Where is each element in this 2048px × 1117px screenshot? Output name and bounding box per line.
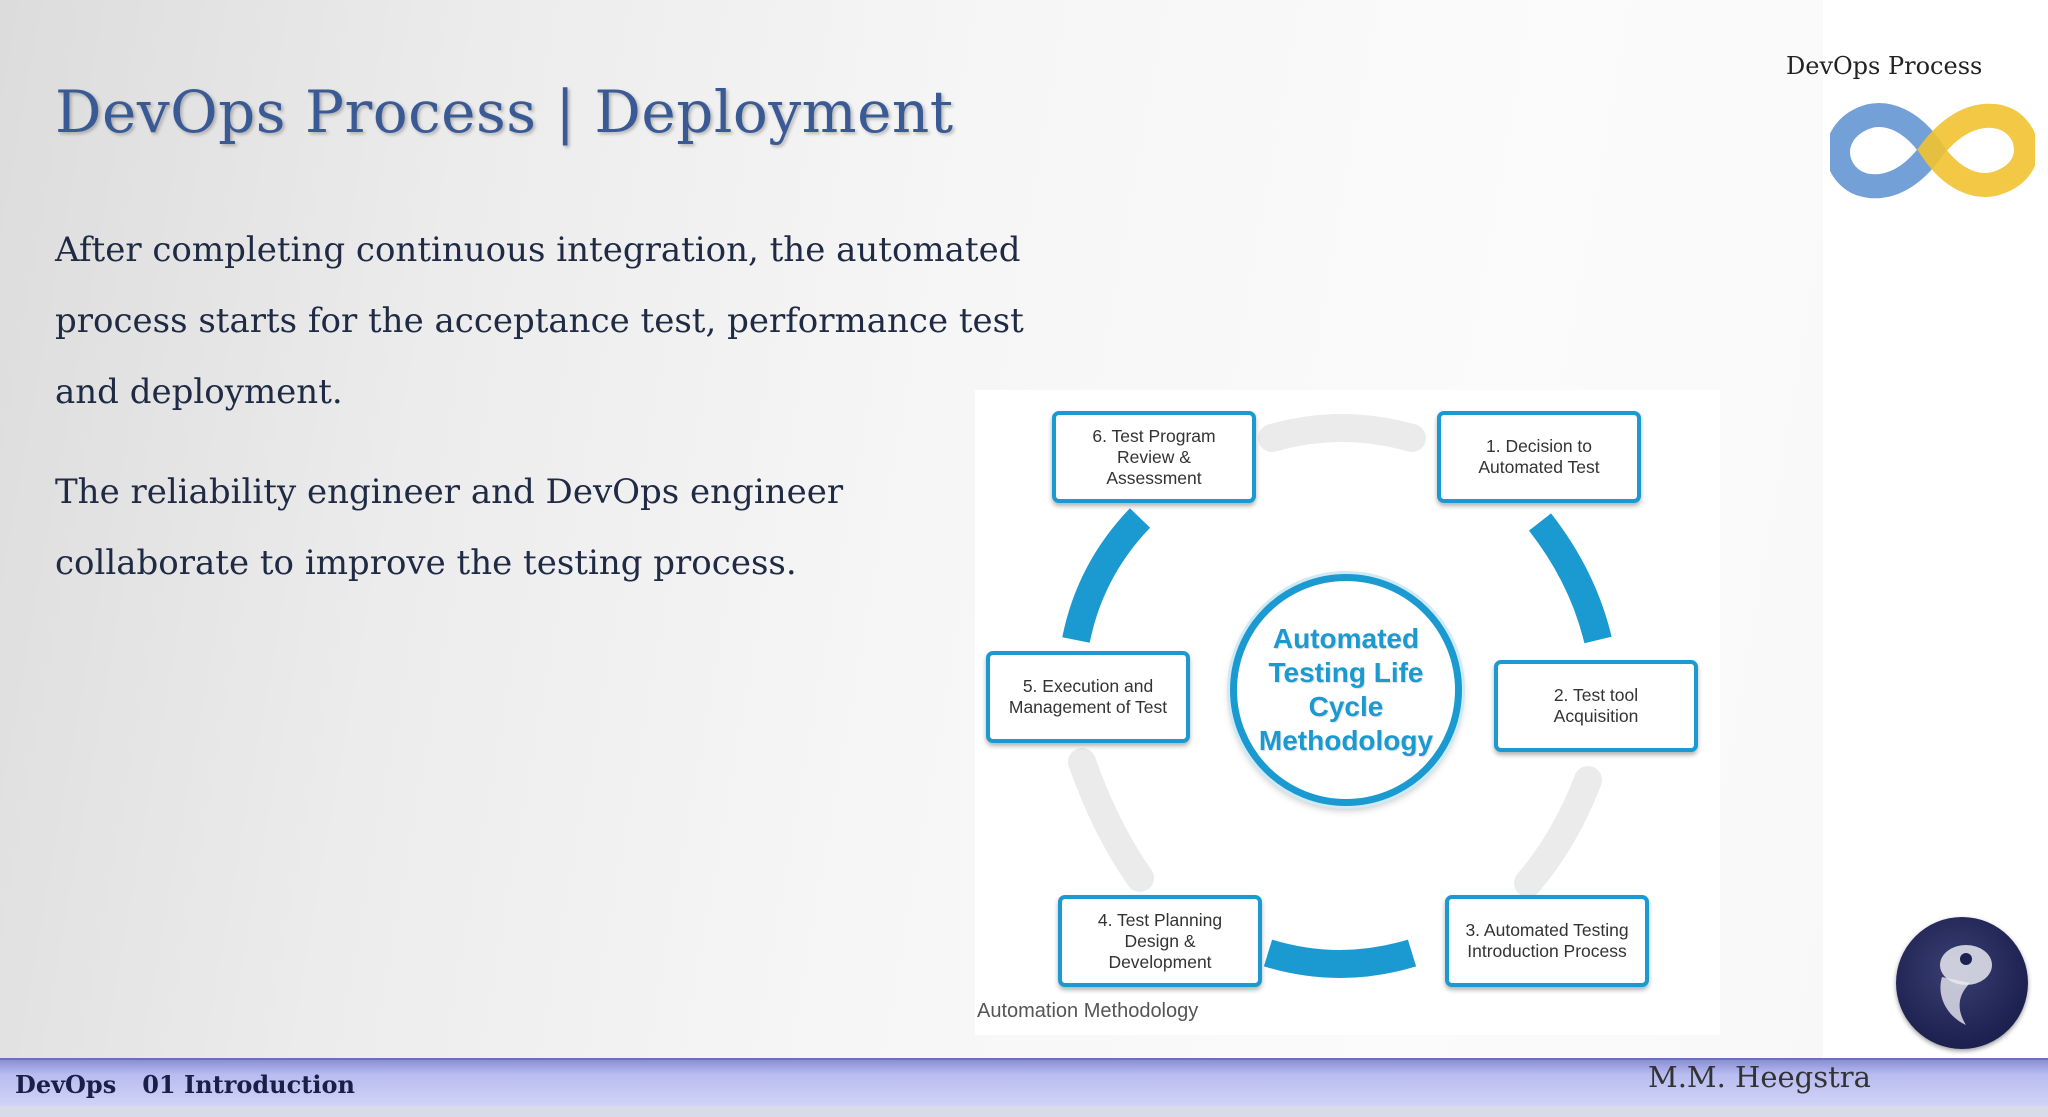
slide-title: DevOps Process | Deployment <box>55 78 954 146</box>
body-paragraph-1: After completing continuous integration,… <box>55 230 1024 412</box>
cycle-center-label: Automated Testing Life Cycle Methodology <box>1230 574 1462 806</box>
arc-5-to-6 <box>1062 508 1151 643</box>
author-seal-icon <box>1896 917 2028 1049</box>
footer-bar <box>0 1058 2048 1108</box>
arc-5-to-4 <box>1068 748 1154 892</box>
arc-4-to-3 <box>1263 939 1417 978</box>
arc-2-to-3 <box>1514 766 1602 897</box>
footer-course: DevOps <box>15 1070 117 1099</box>
step-6-box: 6. Test Program Review & Assessment <box>1052 411 1256 503</box>
step-1-box: 1. Decision to Automated Test <box>1437 411 1641 503</box>
footer-author: M.M. Heegstra <box>1648 1060 1871 1094</box>
step-3-box: 3. Automated Testing Introduction Proces… <box>1445 895 1649 987</box>
arc-6-to-1 <box>1258 414 1426 452</box>
bottom-strip <box>0 1106 2048 1117</box>
step-4-box: 4. Test Planning Design & Development <box>1058 895 1262 987</box>
devops-infinity-logo-icon <box>1830 103 2035 199</box>
body-paragraph-2: The reliability engineer and DevOps engi… <box>55 472 844 583</box>
footer-chapter: 01 Introduction <box>142 1070 355 1099</box>
step-2-box: 2. Test tool Acquisition <box>1494 660 1698 752</box>
logo-caption: DevOps Process <box>1786 52 1983 80</box>
step-5-box: 5. Execution and Management of Test <box>986 651 1190 743</box>
diagram-caption: Automation Methodology <box>977 1000 1199 1022</box>
footer-left: DevOps 01 Introduction <box>15 1070 355 1099</box>
arc-1-to-2 <box>1528 513 1612 644</box>
